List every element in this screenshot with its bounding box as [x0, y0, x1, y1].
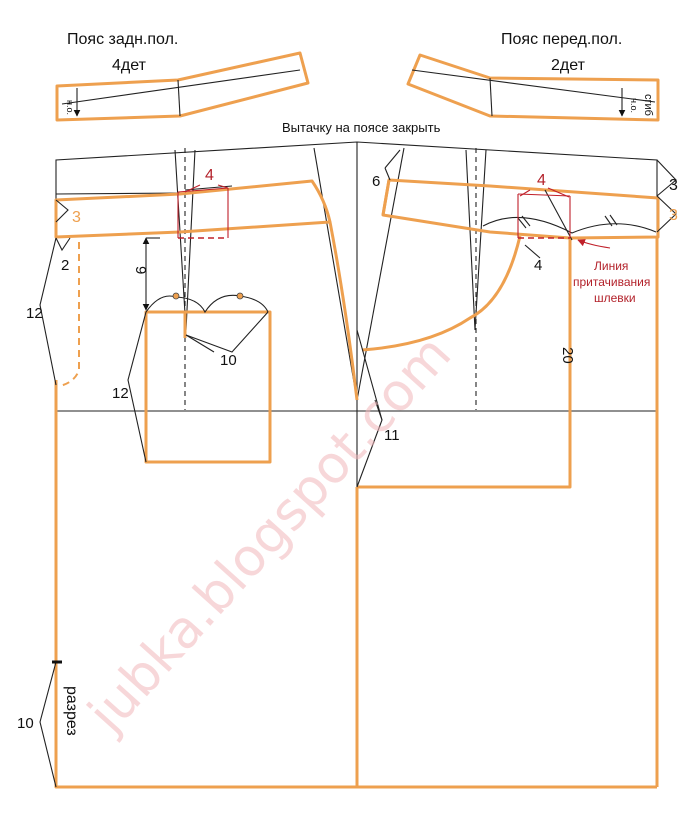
front-waistband-title: Пояс перед.пол. — [501, 31, 622, 48]
front-waistband-fold: сгиб — [642, 94, 654, 116]
belt-loop-line3: шлевки — [594, 291, 636, 305]
front-panel-outline — [355, 178, 660, 789]
pocket-offset-label: 9 — [132, 266, 149, 274]
front-dart-low-label: 4 — [534, 257, 542, 274]
front-dart-label: 4 — [537, 172, 546, 189]
back-dart-label: 4 — [205, 167, 214, 184]
dart-closing-note: Вытачку на поясе закрыть — [282, 120, 441, 135]
back-waistband-title: Пояс задн.пол. — [67, 31, 178, 48]
slit-label: разрез — [63, 686, 80, 736]
back-dart-box — [177, 184, 229, 239]
front-waistband-piece: н.о. сгиб — [406, 53, 660, 122]
front-20-label: 20 — [559, 347, 576, 364]
back-waistband-piece: н.о. — [55, 51, 310, 122]
front-waistband-count: 2дет — [551, 57, 586, 74]
construction-lines — [55, 141, 658, 787]
dimension-brackets — [39, 149, 677, 788]
pocket-10-label: 10 — [220, 352, 237, 369]
front-waistband-mark: н.о. — [629, 98, 639, 113]
back-2-label: 2 — [61, 257, 69, 274]
front-dart-box — [517, 187, 611, 249]
pocket-12-label: 12 — [112, 385, 129, 402]
side-12-label: 12 — [26, 305, 43, 322]
front-waistband-height-label: 3 — [669, 207, 678, 224]
back-waistband-height-label: 3 — [72, 209, 81, 226]
back-waistband-count: 4дет — [112, 57, 147, 74]
front-6-label: 6 — [372, 173, 380, 190]
back-waistband-mark: н.о. — [65, 100, 75, 115]
front-side-3-label: 3 — [669, 177, 678, 194]
slit-10-label: 10 — [17, 715, 34, 732]
front-11-label: 11 — [384, 427, 400, 444]
back-pocket — [142, 237, 272, 464]
belt-loop-line2: притачивания — [573, 275, 650, 289]
belt-loop-line1: Линия — [594, 259, 628, 273]
